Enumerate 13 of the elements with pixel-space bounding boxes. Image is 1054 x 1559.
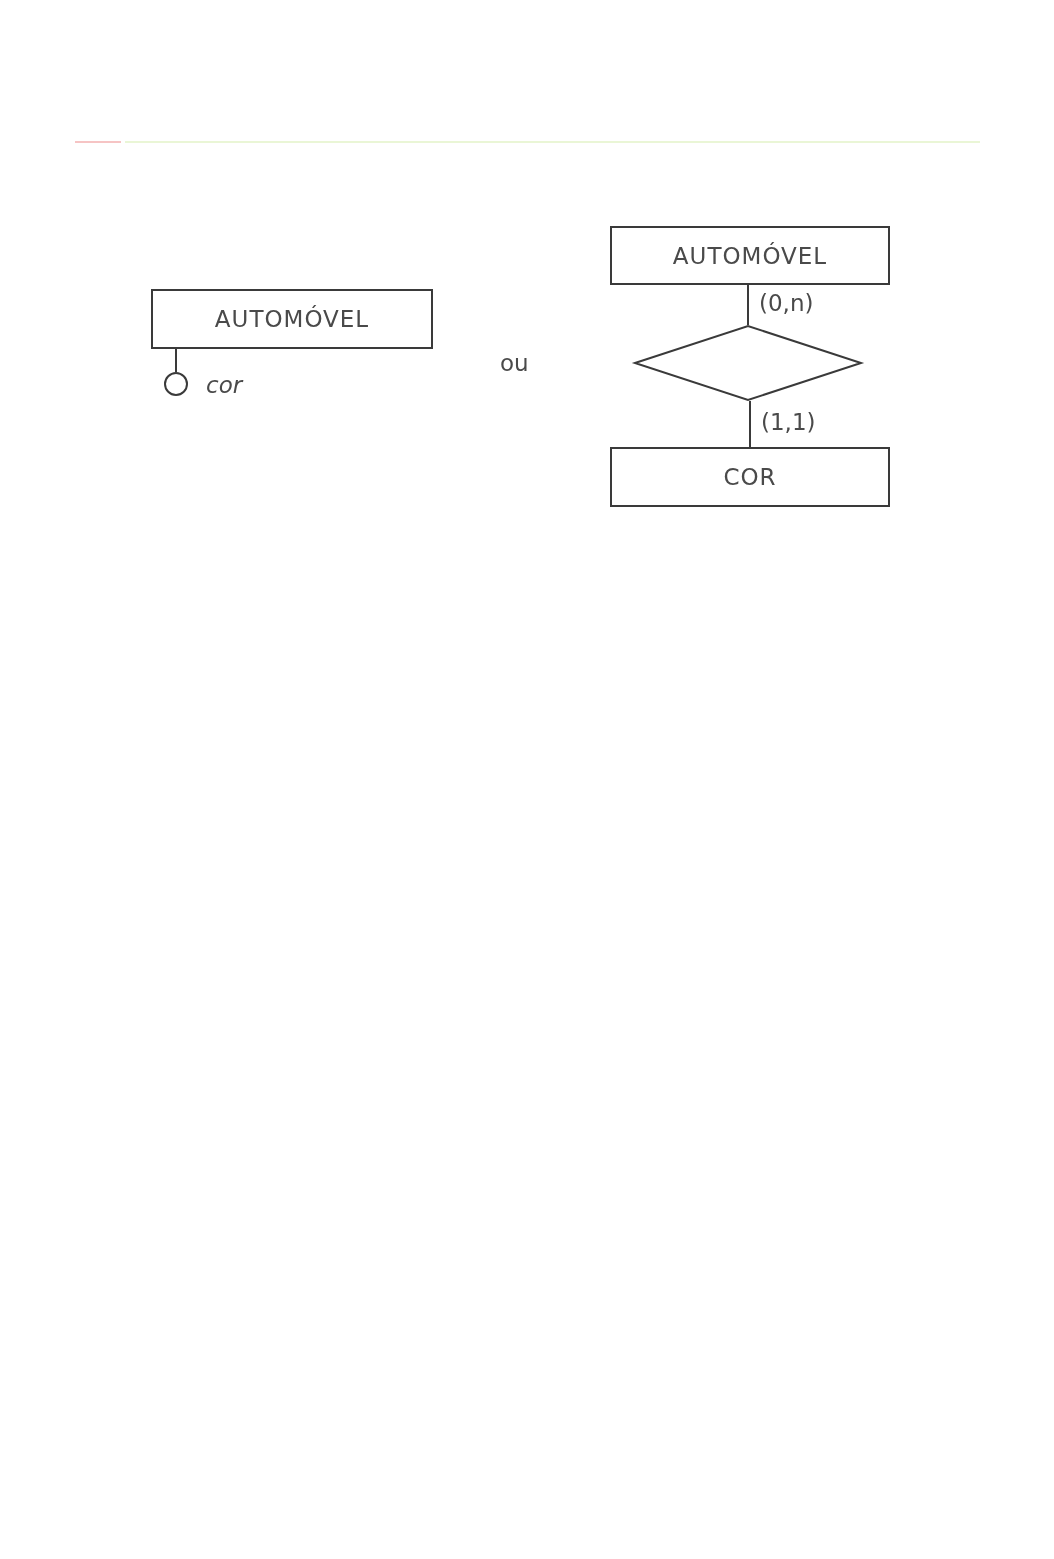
connector-line [749,400,751,448]
entity-name: COR [723,464,777,490]
connector-line [747,284,749,326]
relationship-diamond [634,325,862,401]
attribute-circle [164,372,188,396]
entity-box [610,447,890,507]
entity-name: AUTOMÓVEL [214,306,370,332]
entity-box [610,226,890,285]
entity-name: AUTOMÓVEL [672,242,828,269]
attribute-name: cor [206,372,243,400]
connector-line [175,348,177,373]
entity-box [151,289,433,349]
text-label: ou [500,350,529,378]
